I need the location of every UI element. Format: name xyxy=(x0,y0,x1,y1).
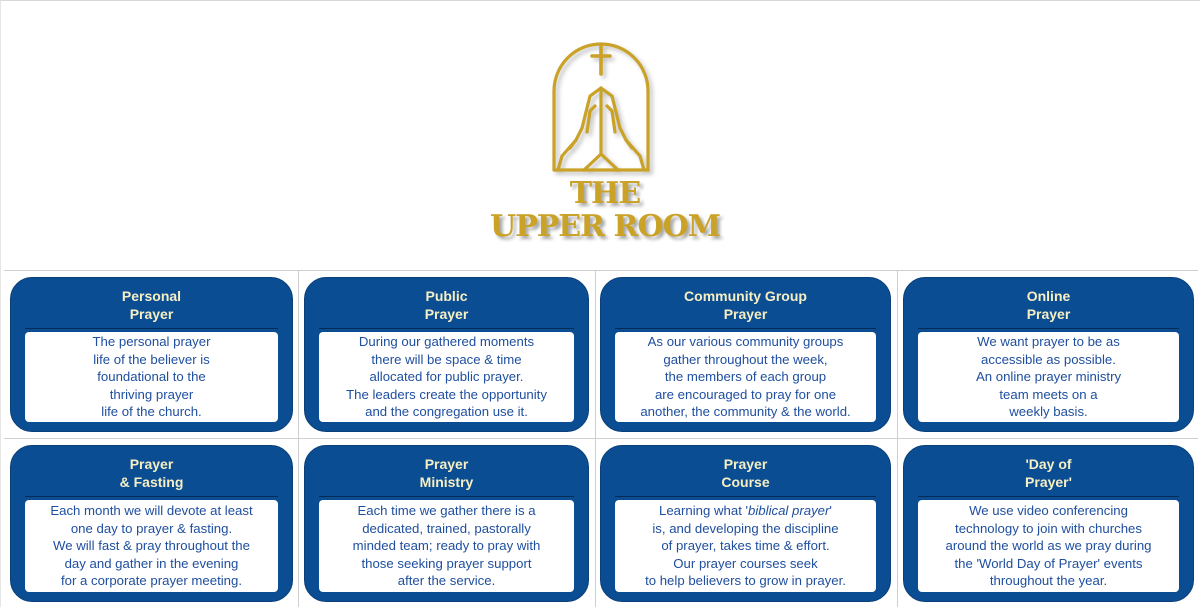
logo-text-line1: THE xyxy=(569,176,642,211)
card-body: Each time we gather there is a dedicated… xyxy=(319,500,574,592)
card-body: We use video conferencing technology to … xyxy=(918,500,1179,592)
grid-line-middle xyxy=(4,438,1198,439)
card-title: 'Day of Prayer' xyxy=(1025,456,1072,490)
card-divider xyxy=(615,496,876,497)
card-online-prayer: Online Prayer We want prayer to be as ac… xyxy=(903,277,1194,432)
card-body: During our gathered moments there will b… xyxy=(319,332,574,422)
card-community-group-prayer: Community Group Prayer As our various co… xyxy=(600,277,891,432)
card-divider xyxy=(25,328,278,329)
card-body-emphasis: biblical prayer xyxy=(748,503,830,519)
logo-text-line2: UPPER ROOM xyxy=(490,209,721,244)
card-title: Personal Prayer xyxy=(121,288,182,322)
praying-hands-arch-cross-icon xyxy=(552,42,650,172)
card-public-prayer: Public Prayer During our gathered moment… xyxy=(304,277,589,432)
card-prayer-fasting: Prayer & Fasting Each month we will devo… xyxy=(10,445,293,602)
card-prayer-course: Prayer Course Learning what 'biblical pr… xyxy=(600,445,891,602)
card-title: Community Group Prayer xyxy=(684,288,807,322)
card-title: Online Prayer xyxy=(1026,288,1071,322)
card-body: Learning what 'biblical prayer' is, and … xyxy=(615,500,876,592)
card-divider xyxy=(918,328,1179,329)
logo xyxy=(540,36,670,246)
card-body: We want prayer to be as accessible as po… xyxy=(918,332,1179,422)
grid-line-col2 xyxy=(595,270,596,607)
card-divider xyxy=(25,496,278,497)
card-day-of-prayer: 'Day of Prayer' We use video conferencin… xyxy=(903,445,1194,602)
card-body: The personal prayer life of the believer… xyxy=(25,332,278,422)
card-divider xyxy=(918,496,1179,497)
card-divider xyxy=(319,328,574,329)
card-title: Prayer & Fasting xyxy=(119,456,184,490)
grid-line-top xyxy=(4,270,1198,271)
card-title: Public Prayer xyxy=(424,288,469,322)
card-body-text: Learning what ' xyxy=(659,503,749,519)
card-body: As our various community groups gather t… xyxy=(615,332,876,422)
card-divider xyxy=(319,496,574,497)
card-divider xyxy=(615,328,876,329)
grid-line-col1 xyxy=(298,270,299,607)
grid-line-col3 xyxy=(897,270,898,607)
card-body-text: ' is, and developing the discipline of p… xyxy=(645,503,846,589)
card-prayer-ministry: Prayer Ministry Each time we gather ther… xyxy=(304,445,589,602)
card-title: Prayer Course xyxy=(721,456,770,490)
card-title: Prayer Ministry xyxy=(419,456,474,490)
card-personal-prayer: Personal Prayer The personal prayer life… xyxy=(10,277,293,432)
card-body: Each month we will devote at least one d… xyxy=(25,500,278,592)
